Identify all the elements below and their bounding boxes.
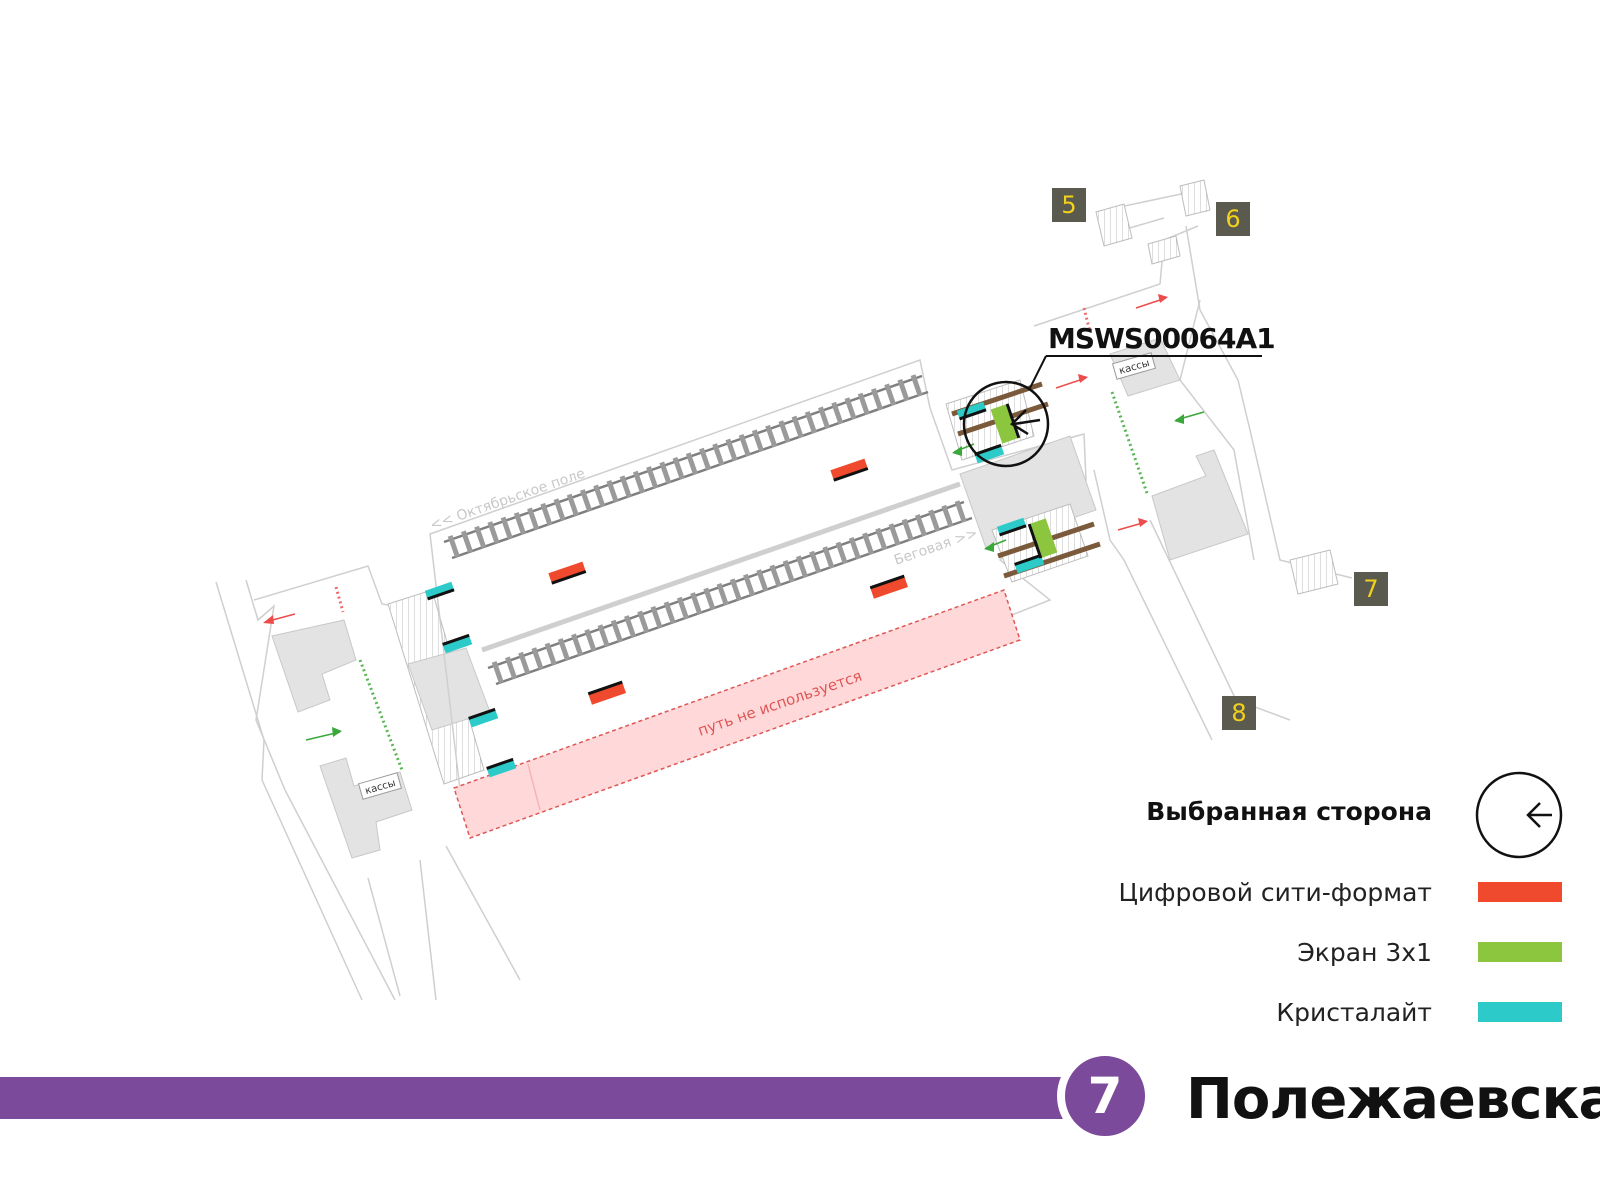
unused-track-zone: путь не используется xyxy=(453,589,1021,839)
exit-number-8: 8 xyxy=(1222,696,1256,730)
right-vestibule xyxy=(1033,189,1353,741)
legend-swatch-digital-city-format xyxy=(1478,882,1562,902)
left-ticket-label: кассы xyxy=(357,772,403,800)
left-flow-arrows xyxy=(263,613,342,741)
left-escalators xyxy=(387,589,491,785)
right-stairs xyxy=(1095,179,1339,595)
exit-number-5: 5 xyxy=(1052,188,1086,222)
legend-label-screen-3x1: Экран 3х1 xyxy=(1297,938,1432,967)
line-number-badge: 7 xyxy=(1061,1052,1149,1140)
legend-selected-side-label: Выбранная сторона xyxy=(1146,797,1432,826)
selected-arrow-shaft xyxy=(1013,418,1041,426)
exit-number-6: 6 xyxy=(1216,202,1250,236)
left-ticket-block xyxy=(271,619,413,859)
digital-city-format-markers xyxy=(548,458,908,705)
right-flow-arrows xyxy=(952,294,1205,552)
screen-3x1-markers xyxy=(990,403,1058,559)
selected-side-marker xyxy=(962,355,1262,468)
station-name: Полежаевская xyxy=(1186,1067,1600,1132)
track-lower xyxy=(487,498,974,686)
left-vestibule xyxy=(215,565,521,1001)
legend-selected-side-icon xyxy=(1475,771,1563,859)
left-turnstiles xyxy=(334,586,404,771)
right-turnstiles xyxy=(1082,307,1150,497)
selected-placement-code: MSWS00064A1 xyxy=(1048,322,1276,355)
track-divider xyxy=(481,481,961,653)
legend-swatch-crystalight xyxy=(1478,1002,1562,1022)
legend-label-digital-city-format: Цифровой сити-формат xyxy=(1118,878,1432,907)
line-stripe xyxy=(0,1077,1072,1119)
legend-label-crystalight: Кристалайт xyxy=(1276,998,1432,1027)
legend-swatch-screen-3x1 xyxy=(1478,942,1562,962)
right-ticket-label: кассы xyxy=(1111,352,1157,380)
exit-number-7: 7 xyxy=(1354,572,1388,606)
selected-arrow-head xyxy=(1010,409,1029,436)
track-upper xyxy=(443,372,930,560)
